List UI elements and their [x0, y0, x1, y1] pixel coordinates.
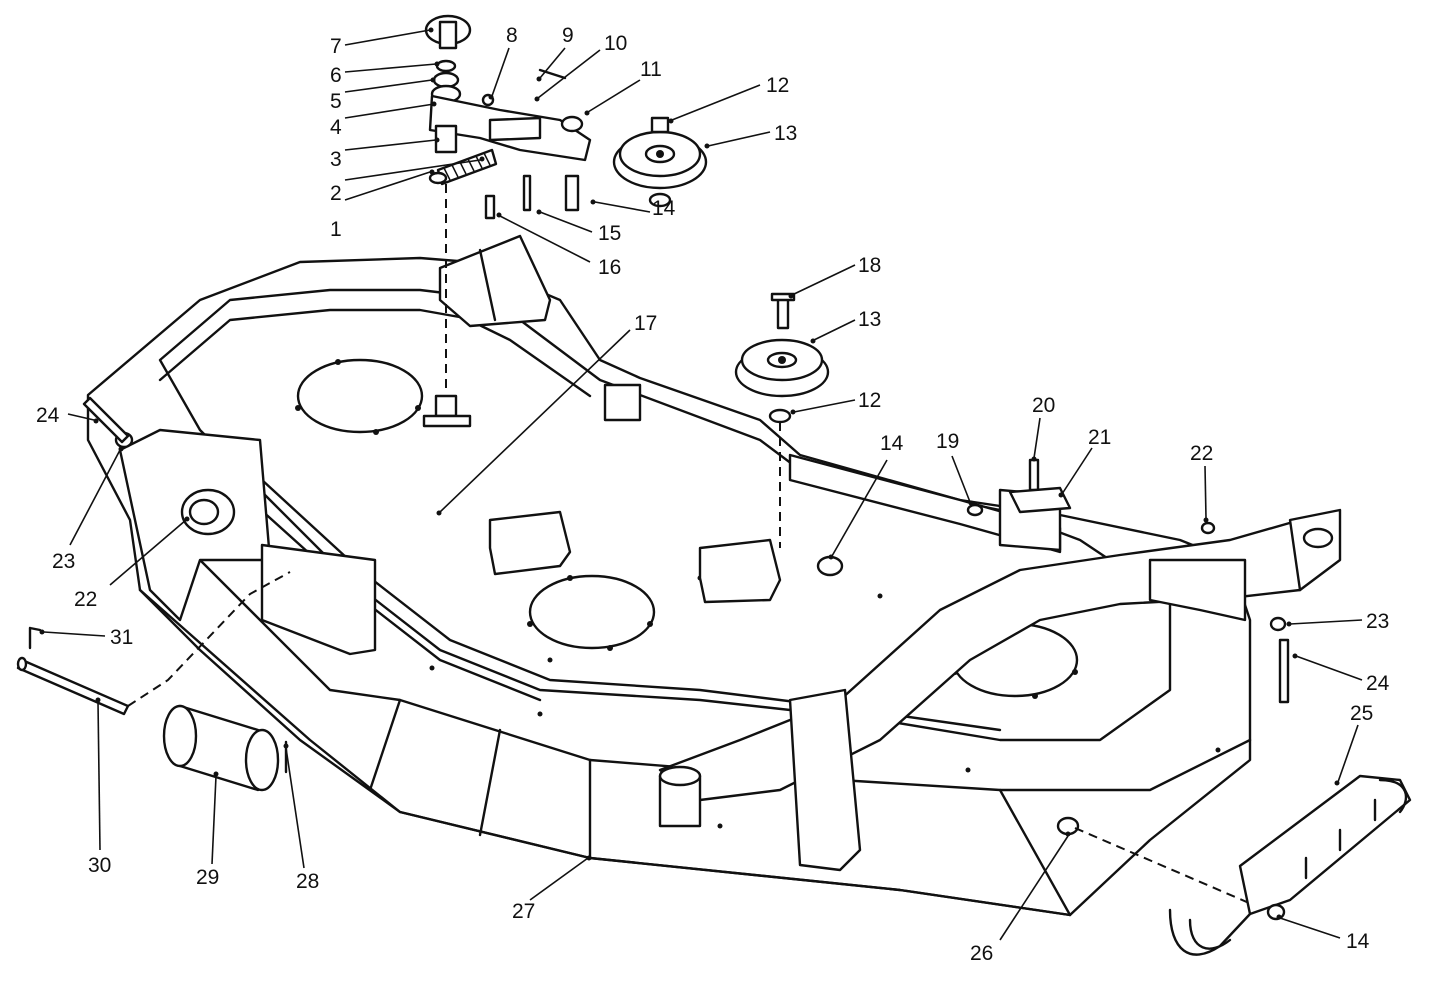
- callout-12: 12: [766, 74, 789, 97]
- callout-11: 11: [640, 58, 662, 81]
- leader-lines: [39, 27, 1363, 941]
- idler-assembly: [422, 14, 708, 428]
- callout-5: 5: [330, 90, 342, 113]
- callout-16: 16: [598, 256, 621, 279]
- callout-19: 19: [936, 430, 959, 453]
- callout-22-left: 22: [74, 588, 97, 611]
- callout-10: 10: [604, 32, 627, 55]
- callout-20: 20: [1032, 394, 1055, 417]
- callout-1: 1: [330, 218, 342, 241]
- callout-24-right: 24: [1366, 672, 1390, 695]
- callout-22-right: 22: [1190, 442, 1213, 465]
- callout-23-right: 23: [1366, 610, 1389, 633]
- callout-28: 28: [296, 870, 319, 893]
- callout-17: 17: [634, 312, 657, 335]
- callout-29: 29: [196, 866, 219, 889]
- callout-8: 8: [506, 24, 518, 47]
- callout-9: 9: [562, 24, 574, 47]
- callout-14: 14: [652, 197, 676, 220]
- deck-housing: [86, 234, 1342, 917]
- callout-14b: 14: [880, 432, 904, 455]
- callout-4: 4: [330, 116, 342, 139]
- callout-21: 21: [1088, 426, 1111, 449]
- callout-18: 18: [858, 254, 881, 277]
- callout-6: 6: [330, 64, 342, 87]
- callout-12b: 12: [858, 389, 881, 412]
- callout-3: 3: [330, 148, 342, 171]
- callout-7: 7: [330, 35, 342, 58]
- callout-25: 25: [1350, 702, 1373, 725]
- skid-plate: [1168, 774, 1412, 956]
- callout-23-left: 23: [52, 550, 75, 573]
- callout-15: 15: [598, 222, 621, 245]
- center-pulley: [734, 292, 830, 548]
- callout-26: 26: [970, 942, 993, 965]
- callout-27: 27: [512, 900, 535, 923]
- right-hardware: [816, 458, 1290, 913]
- callout-24-left: 24: [36, 404, 60, 427]
- callout-13: 13: [774, 122, 797, 145]
- left-hardware: [16, 396, 291, 792]
- callout-30: 30: [88, 854, 111, 877]
- callout-31: 31: [110, 626, 133, 649]
- callout-13b: 13: [858, 308, 881, 331]
- callout-labels: 1 2 3 4 5 6 7 8 9 10 11 12 13 14 15 16 1…: [36, 24, 1390, 965]
- callout-2: 2: [330, 182, 342, 205]
- callout-14c: 14: [1346, 930, 1370, 953]
